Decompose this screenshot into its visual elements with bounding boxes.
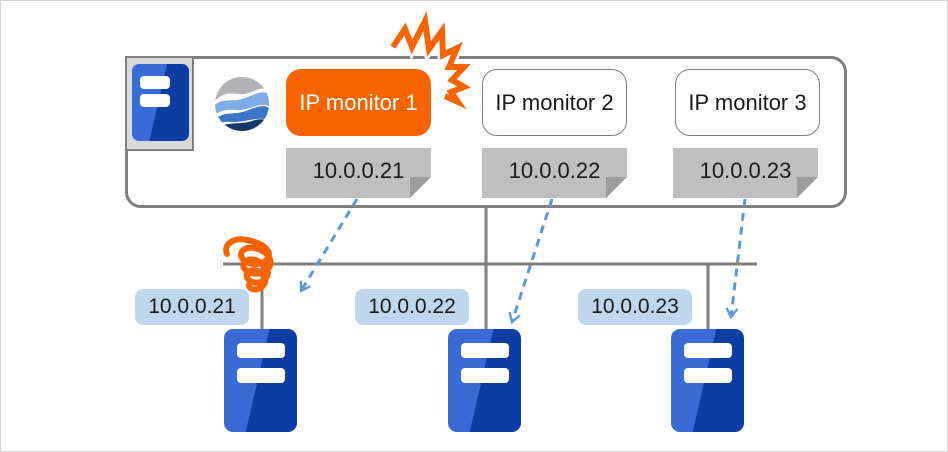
server-panel-bar bbox=[684, 368, 732, 383]
probe-arrow-monitor-2 bbox=[512, 198, 554, 322]
monitor-label: IP monitor 1 bbox=[299, 89, 418, 115]
server-panel-bar bbox=[140, 94, 170, 107]
server-ip-label-3: 10.0.0.23 bbox=[578, 289, 692, 325]
server-panel-bar bbox=[237, 343, 285, 358]
monitor-badge-2: IP monitor 2 bbox=[482, 69, 627, 136]
server-icon bbox=[132, 64, 189, 141]
server-ip: 10.0.0.23 bbox=[591, 295, 679, 318]
monitor-ip-note-3: 10.0.0.23 bbox=[673, 148, 818, 198]
server-ip-label-1: 10.0.0.21 bbox=[135, 289, 249, 325]
monitor-ip: 10.0.0.21 bbox=[312, 158, 405, 183]
monitor-ip: 10.0.0.22 bbox=[508, 158, 601, 183]
monitored-server-1 bbox=[224, 329, 297, 432]
server-ip-label-2: 10.0.0.22 bbox=[355, 289, 469, 325]
globe-wave-logo-icon bbox=[215, 77, 269, 131]
server-panel-bar bbox=[461, 343, 509, 358]
probe-arrow-monitor-1 bbox=[301, 198, 359, 291]
monitor-ip-note-1: 10.0.0.21 bbox=[286, 148, 431, 198]
monitor-ip-note-2: 10.0.0.22 bbox=[482, 148, 627, 198]
server-ip: 10.0.0.22 bbox=[368, 295, 456, 318]
broken-link-spiral-icon bbox=[223, 236, 274, 293]
monitor-badge-3: IP monitor 3 bbox=[675, 69, 820, 136]
probe-arrow-monitor-3 bbox=[731, 198, 747, 317]
server-panel-bar bbox=[140, 76, 170, 89]
server-panel-bar bbox=[684, 343, 732, 358]
cluster-server-frame bbox=[125, 56, 194, 151]
monitor-badge-1: IP monitor 1 bbox=[286, 69, 431, 136]
monitor-label: IP monitor 2 bbox=[495, 89, 614, 115]
server-ip: 10.0.0.21 bbox=[148, 295, 236, 318]
monitored-server-2 bbox=[448, 329, 521, 432]
server-panel-bar bbox=[237, 368, 285, 383]
monitor-ip: 10.0.0.23 bbox=[699, 158, 792, 183]
server-panel-bar bbox=[461, 368, 509, 383]
monitor-label: IP monitor 3 bbox=[688, 89, 807, 115]
monitored-server-3 bbox=[671, 329, 744, 432]
